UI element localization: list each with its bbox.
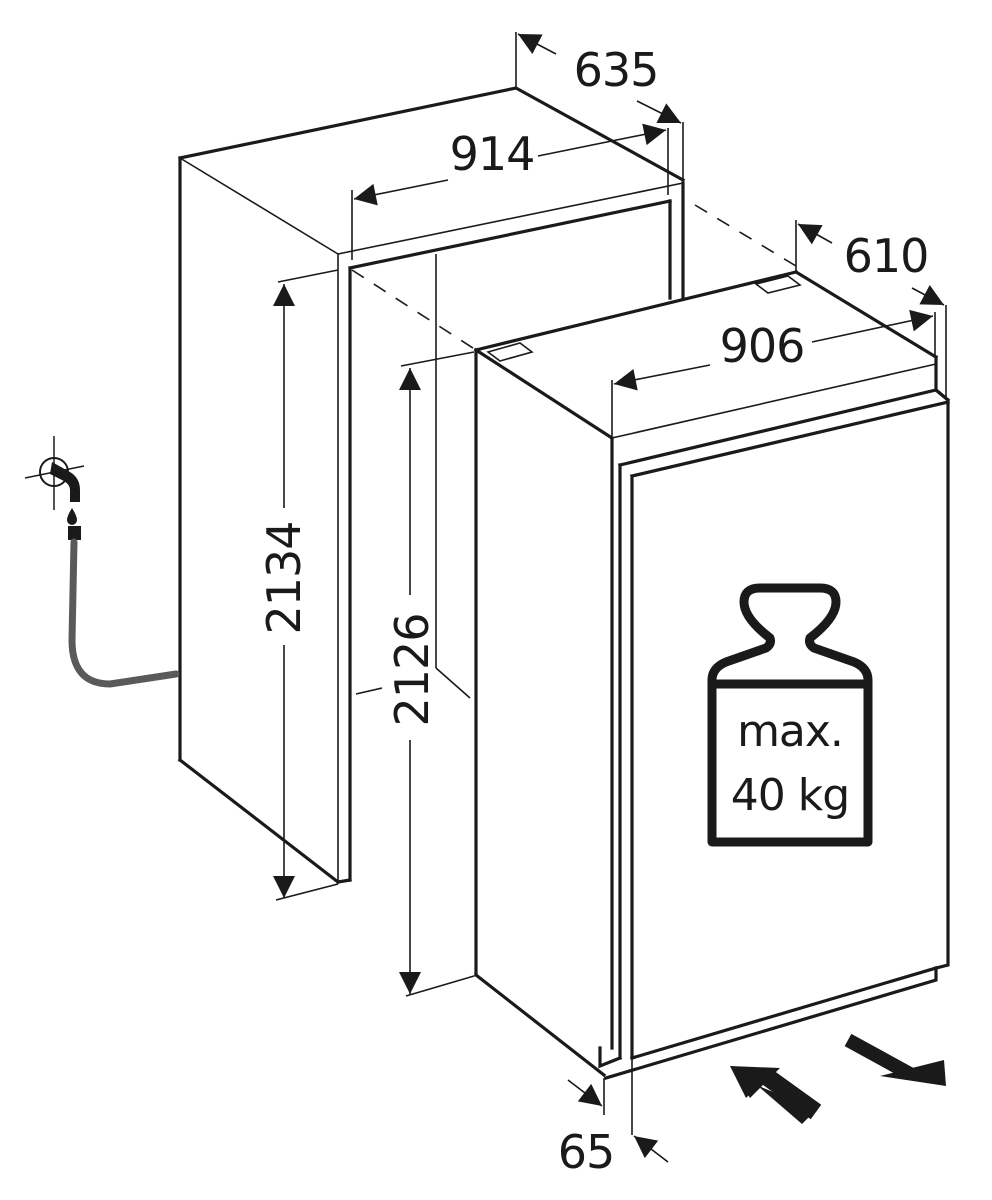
dim-arrow (636, 100, 682, 124)
niche-inner-back-foot (435, 667, 471, 699)
slide-in-arrow-icon (730, 1066, 822, 1124)
slide-in-arrow-head (730, 1066, 780, 1098)
dim-arrow (537, 123, 667, 157)
appliance-depth-label: 610 (844, 229, 929, 283)
door-bottom-edge (630, 966, 938, 1060)
appliance-body (473, 269, 951, 1078)
dim-arrow (613, 364, 711, 391)
ext-line (355, 687, 383, 695)
water-drop-icon (67, 508, 77, 525)
appliance-top-back-edge (474, 270, 798, 352)
dim-arrow (811, 309, 934, 343)
appliance-side-bottom (473, 972, 607, 1078)
door-outer-outline (618, 388, 950, 970)
ext-line (400, 351, 475, 367)
ext-line (277, 269, 339, 283)
niche-front-top-line (337, 182, 684, 255)
hose-connector (68, 526, 81, 540)
slide-out-arrow-icon (844, 1033, 946, 1086)
dim-arrow (517, 33, 557, 55)
niche-height-label: 2134 (257, 521, 311, 634)
door-inner-top (630, 400, 950, 478)
slide-out-arrow-head (880, 1060, 946, 1086)
dimension-appliance-depth: 610 (795, 220, 947, 400)
appliance-height-label: 2126 (385, 613, 439, 726)
hinge-left-icon (486, 342, 534, 362)
water-tap-icon (24, 436, 180, 688)
weight-outline (707, 583, 873, 847)
dimension-niche-depth: 635 (515, 32, 684, 180)
niche-top-diagonal (179, 157, 339, 255)
load-limit-line2: 40 kg (731, 770, 849, 821)
dimension-niche-width: 914 (351, 123, 669, 260)
dim-arrow (911, 284, 945, 306)
weight-icon: max. 40 kg (707, 583, 873, 847)
guide-dashed-right (694, 204, 797, 267)
appliance-width-label: 906 (720, 319, 805, 373)
dim-arrow (567, 1079, 603, 1107)
slide-in-arrow-shaft (760, 1068, 822, 1120)
load-limit-line1: max. (737, 706, 843, 757)
dimension-appliance-width: 906 (611, 309, 936, 436)
slide-out-arrow-shaft (844, 1033, 914, 1081)
door-foot-detail (598, 1046, 623, 1069)
hinge-right-icon (754, 275, 802, 294)
niche-cabinet (177, 86, 797, 885)
niche-opening-top (348, 199, 672, 270)
ext-line (405, 975, 475, 997)
dim-arrow (797, 223, 833, 245)
guide-dashed-left (351, 269, 477, 351)
door-panel (598, 388, 950, 1080)
dim-arrow (353, 179, 449, 206)
niche-top-outline (178, 86, 686, 183)
niche-depth-label: 635 (574, 43, 659, 97)
appliance-top-right-edge (793, 269, 939, 360)
appliance-top-front-edge (611, 363, 937, 439)
dim-arrow (633, 1135, 669, 1163)
ext-line (275, 883, 339, 901)
dimension-door-offset: 65 (558, 1058, 669, 1179)
appliance-top-left-edge (473, 347, 615, 441)
door-offset-label: 65 (558, 1125, 615, 1179)
door-plinth (604, 966, 938, 1080)
dimension-niche-height: 2134 (257, 269, 339, 901)
tap-spout (50, 462, 80, 502)
water-hose (68, 538, 180, 688)
niche-width-label: 914 (450, 127, 535, 181)
niche-frame-bottom (336, 878, 352, 884)
dimension-appliance-height: 2126 (355, 351, 475, 997)
niche-bottom-edge (177, 757, 341, 885)
